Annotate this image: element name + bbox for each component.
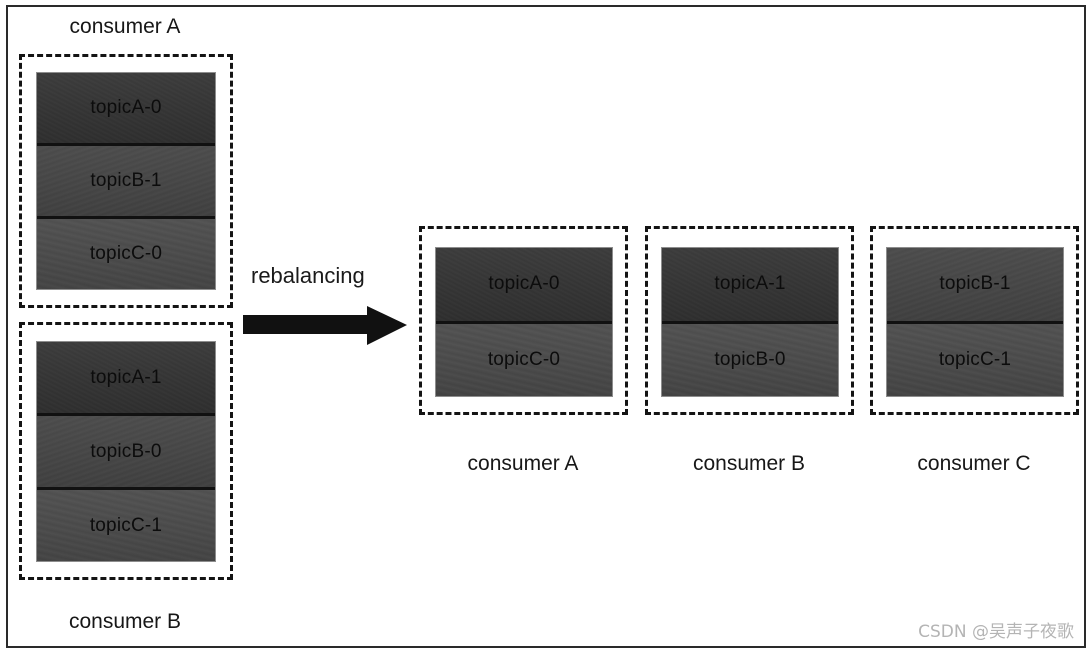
before-group-a-stack: topicA-0 topicB-1 topicC-0	[36, 72, 216, 290]
partition-cell: topicB-1	[887, 248, 1063, 321]
partition-cell: topicC-1	[887, 320, 1063, 396]
partition-cell: topicC-1	[37, 487, 215, 561]
csdn-watermark: CSDN @吴声子夜歌	[918, 622, 1074, 642]
before-group-b-stack: topicA-1 topicB-0 topicC-1	[36, 341, 216, 562]
after-group-b-box	[645, 226, 854, 415]
before-group-b-box	[19, 322, 233, 580]
partition-cell: topicA-1	[37, 342, 215, 413]
after-group-b-stack: topicA-1 topicB-0	[661, 247, 839, 397]
partition-cell: topicC-0	[37, 216, 215, 289]
partition-cell: topicA-0	[436, 248, 612, 321]
after-group-a-box	[419, 226, 628, 415]
after-group-a-label: consumer A	[467, 452, 579, 475]
partition-cell: topicA-1	[662, 248, 838, 321]
partition-cell: topicB-0	[662, 320, 838, 396]
rebalancing-label: rebalancing	[251, 263, 365, 288]
after-group-c-label: consumer C	[917, 452, 1031, 475]
partition-cell: topicC-0	[436, 320, 612, 396]
after-group-a-stack: topicA-0 topicC-0	[435, 247, 613, 397]
before-group-a-box	[19, 54, 233, 308]
after-group-c-box	[870, 226, 1079, 415]
partition-cell: topicB-1	[37, 143, 215, 216]
after-group-b-label: consumer B	[692, 452, 806, 475]
diagram-outer-frame	[6, 5, 1086, 648]
before-group-a-label: consumer A	[69, 15, 181, 38]
after-group-c-stack: topicB-1 topicC-1	[886, 247, 1064, 397]
partition-cell: topicA-0	[37, 73, 215, 143]
before-group-b-label: consumer B	[68, 610, 182, 633]
rebalancing-arrow-icon	[243, 306, 407, 345]
partition-cell: topicB-0	[37, 413, 215, 487]
